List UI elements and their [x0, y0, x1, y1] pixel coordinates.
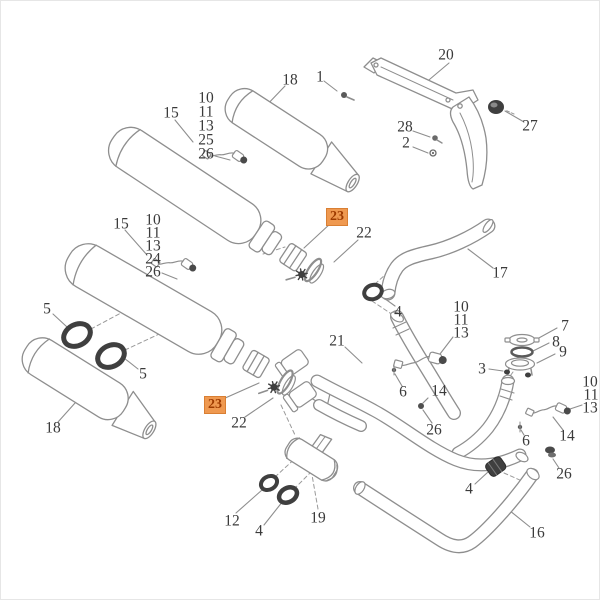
- gasket-4-center: [362, 282, 384, 302]
- muffler-18-upper: [224, 87, 360, 193]
- o-ring-8: [510, 346, 534, 358]
- o2-sensor-right: [525, 402, 571, 417]
- screw-2: [429, 149, 437, 157]
- bracket-19: [284, 433, 339, 482]
- o2-sensor-left: [150, 258, 197, 272]
- bolt-6-right: [517, 421, 523, 433]
- pipe-16: [353, 467, 540, 554]
- header-pipe-right: [451, 374, 516, 460]
- nuts-3: [504, 369, 531, 378]
- end-cap-23-lower: [242, 349, 270, 379]
- muffler-15-upper: [107, 126, 308, 272]
- end-cap-23-upper: [279, 243, 308, 272]
- mount-bracket-20: [363, 57, 488, 190]
- gasket-5-lower: [95, 342, 127, 370]
- muffler-18-lower: [21, 337, 157, 440]
- pipe-17: [380, 218, 496, 301]
- screw-28: [432, 135, 443, 144]
- screw-1: [341, 92, 355, 101]
- clamp-22-upper: [285, 257, 325, 284]
- muffler-15-lower: [64, 243, 270, 379]
- grommet-27: [488, 100, 515, 115]
- bolt-6-center: [391, 364, 397, 376]
- o2-sensor-upper: [201, 150, 248, 164]
- gasket-5-upper: [61, 321, 93, 349]
- o2-sensor-center: [393, 351, 447, 369]
- nut-26-right: [545, 446, 556, 458]
- gasket-4-right: [485, 456, 507, 477]
- flange-retainer-7: [504, 333, 540, 347]
- seal-4-bottom: [276, 485, 300, 505]
- bolt-26-center: [418, 397, 429, 409]
- header-pipe-center: [390, 310, 461, 420]
- clamp-22-lower: [257, 369, 296, 396]
- seal-12: [258, 473, 280, 493]
